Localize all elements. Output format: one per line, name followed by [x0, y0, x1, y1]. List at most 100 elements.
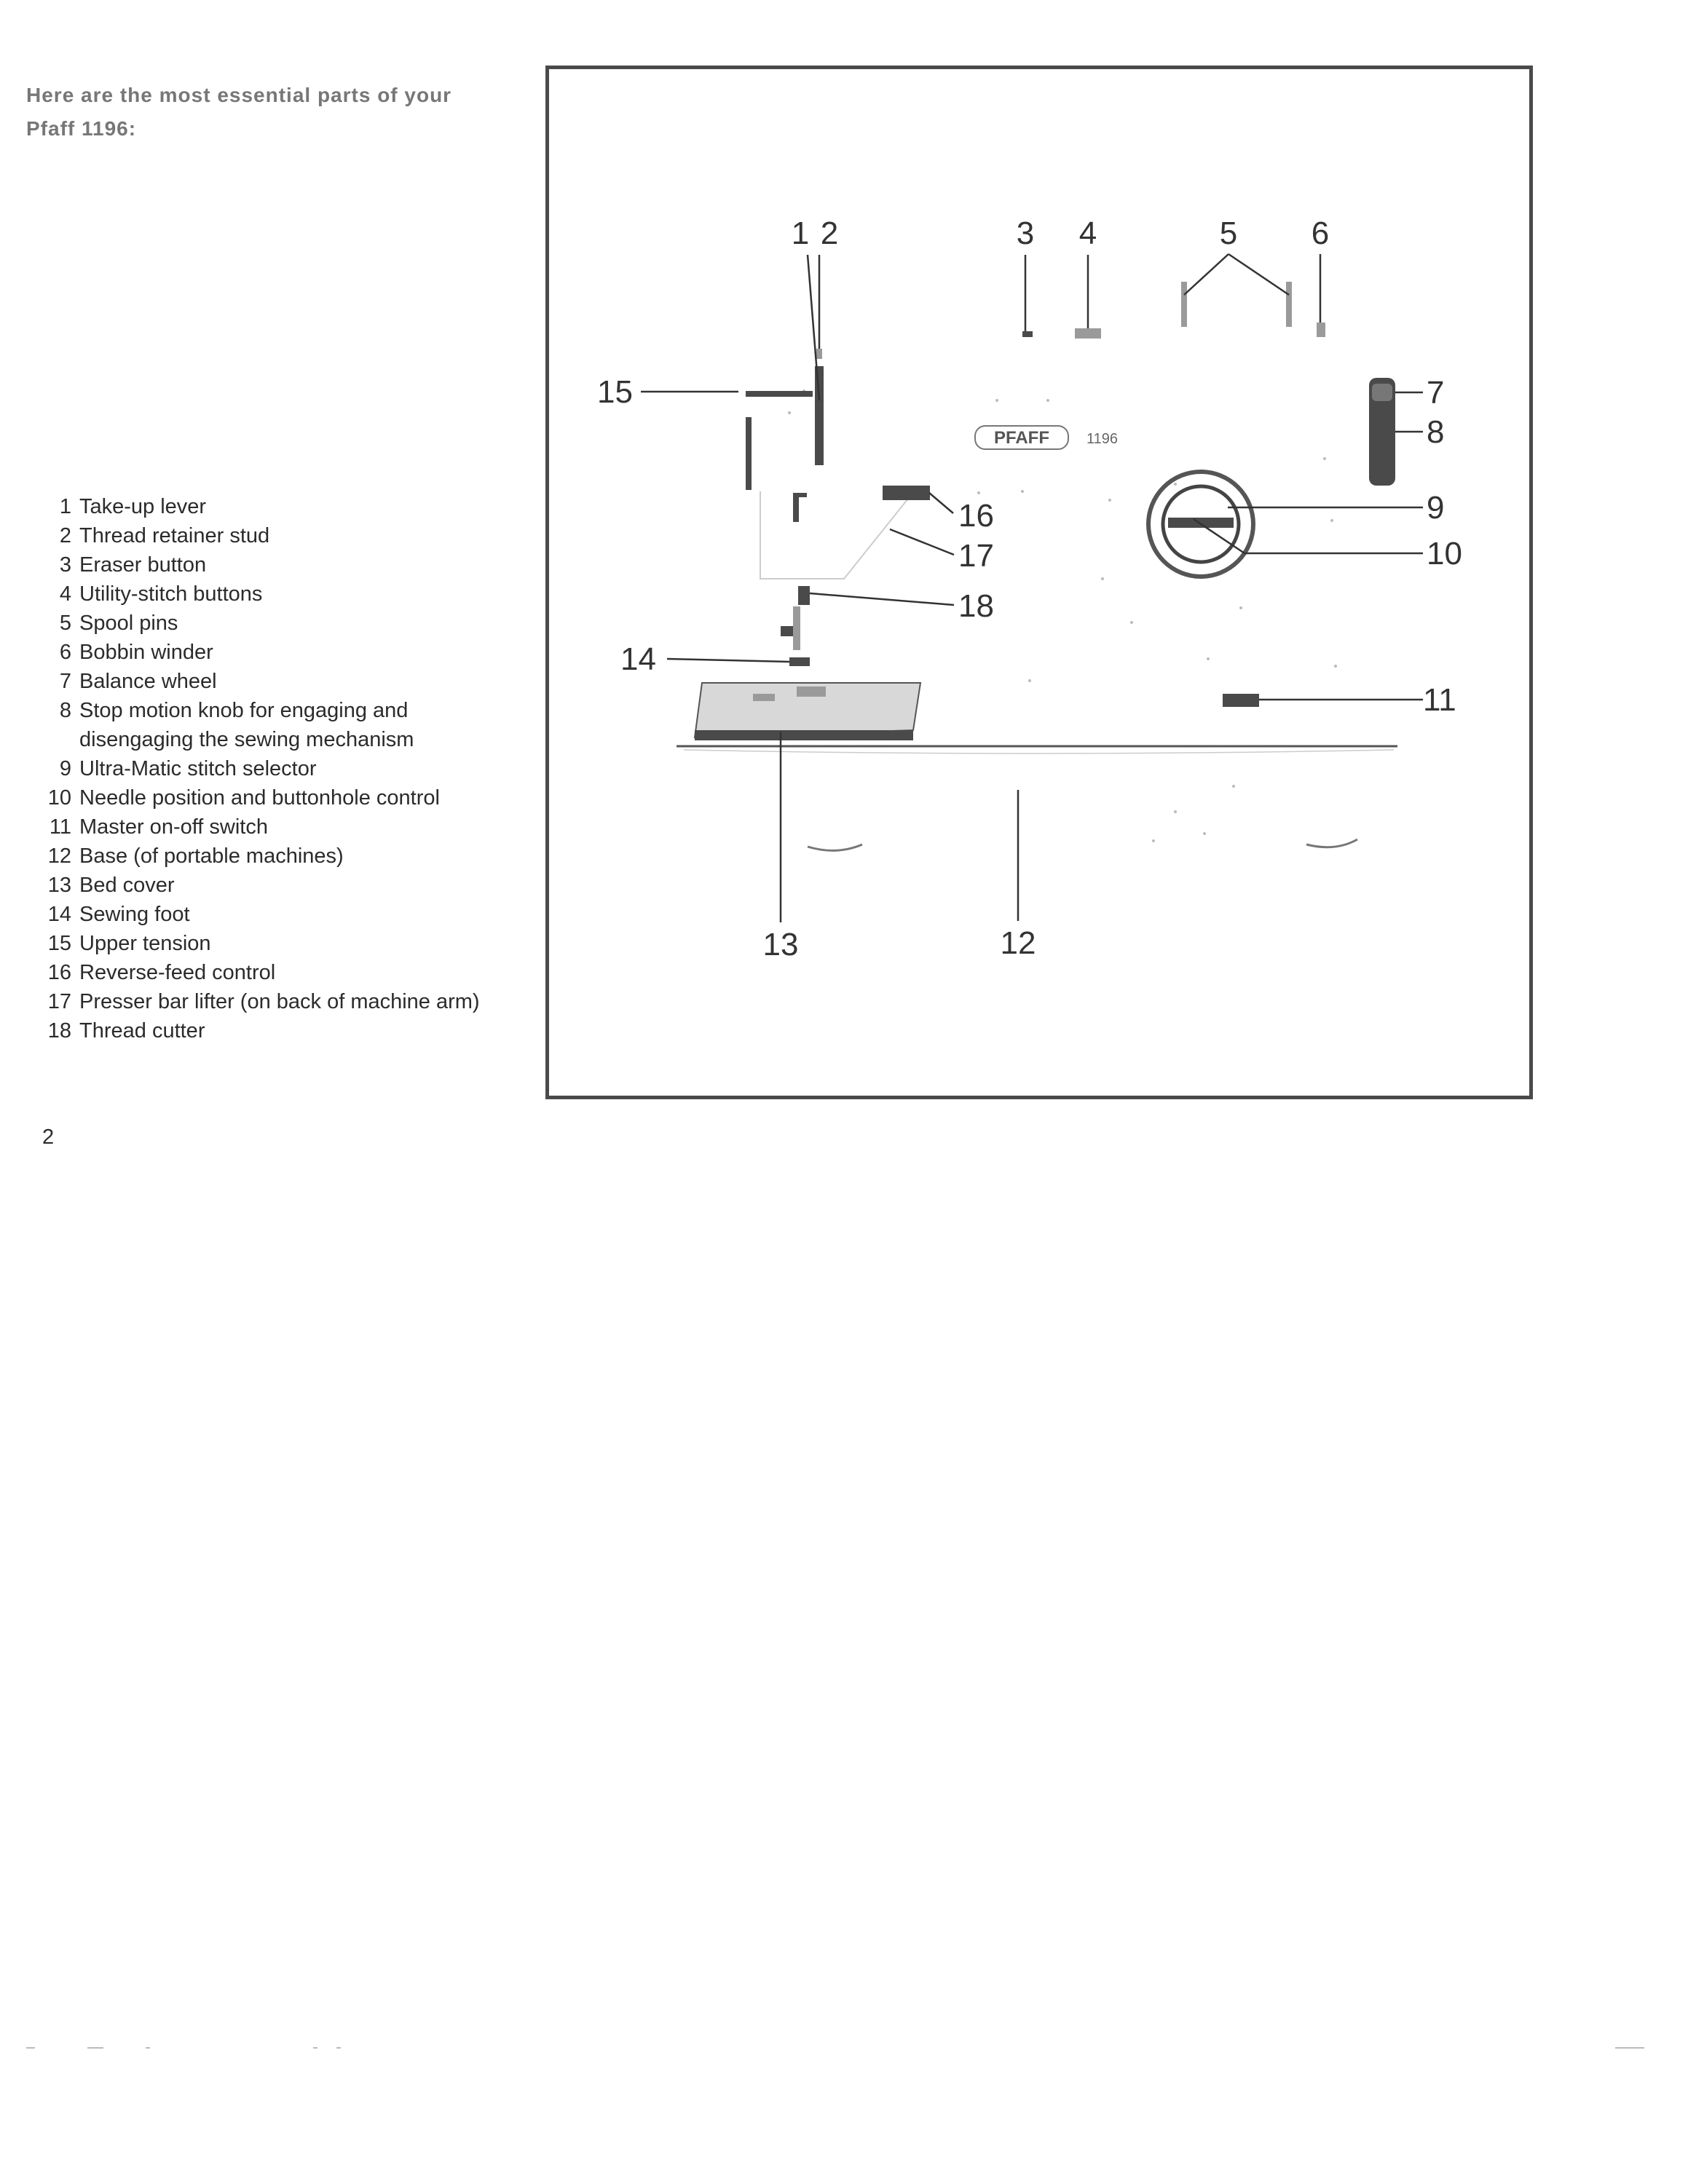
page-number: 2	[42, 1125, 55, 1149]
legend-number: 1	[59, 495, 71, 518]
legend-label: Balance wheel	[79, 670, 217, 693]
model-number: 1196	[1086, 431, 1118, 447]
legend-item: 15 Upper tension	[36, 929, 502, 958]
legend-item: 10 Needle position and buttonhole control	[36, 783, 502, 812]
bed-cover-edge	[695, 730, 913, 740]
legend-item: 2 Thread retainer stud	[36, 521, 502, 550]
legend-number: 13	[47, 874, 71, 897]
upper-tension	[746, 391, 813, 397]
legend-label: Master on-off switch	[79, 815, 268, 839]
legend-item: 4 Utility-stitch buttons	[36, 579, 502, 609]
legend-label: Stop motion knob for engaging and diseng…	[79, 699, 414, 751]
legend-number: 17	[47, 990, 71, 1013]
legend-label: Take-up lever	[79, 495, 207, 518]
legend-number: 8	[59, 699, 71, 722]
intro-line-2: Pfaff 1196:	[26, 117, 137, 140]
callout-7: 7	[1427, 375, 1444, 411]
stop-motion-knob	[1372, 384, 1392, 401]
callout-17: 17	[958, 538, 994, 574]
needle-plate-slot	[797, 687, 826, 697]
ultra-matic-stitch-selector	[1146, 470, 1255, 579]
legend-item: 18 Thread cutter	[36, 1016, 502, 1045]
callout-13: 13	[763, 927, 799, 962]
leader-lines	[641, 253, 1423, 922]
callout-12: 12	[1001, 925, 1036, 961]
bobbin-winder	[1317, 323, 1325, 337]
legend-label: Sewing foot	[79, 903, 190, 926]
master-on-off-switch	[1223, 694, 1259, 707]
scan-artifacts	[0, 2047, 1688, 2054]
callout-9: 9	[1427, 490, 1444, 526]
legend-number: 11	[49, 815, 71, 839]
legend-number: 2	[59, 524, 71, 547]
legend-label: Upper tension	[79, 932, 211, 955]
needle-position-control	[1161, 484, 1241, 564]
legend-item: 1 Take-up lever	[36, 492, 502, 521]
sewing-machine-diagram: PFAFF 1196	[597, 215, 1462, 962]
legend-label: Ultra-Matic stitch selector	[79, 757, 317, 780]
legend-label: Presser bar lifter (on back of machine a…	[79, 990, 480, 1013]
legend-item: 13 Bed cover	[36, 871, 502, 900]
legend-item: 16 Reverse-feed control	[36, 958, 502, 987]
utility-stitch-buttons	[1075, 328, 1101, 339]
take-up-lever	[815, 366, 824, 465]
selector-knob-bar	[1168, 518, 1234, 528]
legend-number: 18	[47, 1019, 71, 1042]
legend-number: 6	[59, 641, 71, 664]
legend-label: Spool pins	[79, 612, 178, 635]
callout-numbers: 1 2 3 4 5 6 7 8 9 10 11 12 13 14 15 16 1…	[597, 215, 1462, 962]
legend-label: Utility-stitch buttons	[79, 582, 263, 606]
parts-legend: 1 Take-up lever 2 Thread retainer stud 3 Er…	[36, 492, 502, 1045]
legend-label: Reverse-feed control	[79, 961, 276, 984]
sewing-foot	[789, 657, 810, 666]
legend-item: 11 Master on-off switch	[36, 812, 502, 842]
legend-item: 9 Ultra-Matic stitch selector	[36, 754, 502, 783]
callout-4: 4	[1079, 215, 1097, 251]
callout-15: 15	[597, 374, 633, 410]
legend-number: 15	[47, 932, 71, 955]
legend-label: Thread cutter	[79, 1019, 205, 1042]
legend-number: 4	[59, 582, 71, 606]
callout-2: 2	[821, 215, 838, 251]
thread-cutter	[798, 586, 810, 605]
callout-18: 18	[958, 588, 994, 624]
machine-illustration: PFAFF 1196	[677, 282, 1397, 852]
intro-text: Here are the most essential parts of you…	[26, 79, 521, 146]
legend-label: Needle position and buttonhole control	[79, 786, 440, 810]
balance-wheel	[1369, 378, 1395, 486]
legend-number: 16	[47, 961, 71, 984]
legend-number: 10	[47, 786, 71, 810]
legend-number: 5	[59, 612, 71, 635]
callout-8: 8	[1427, 414, 1444, 450]
legend-item: 7 Balance wheel	[36, 667, 502, 696]
needle-bar	[793, 493, 799, 522]
callout-5: 5	[1220, 215, 1237, 251]
legend-number: 9	[59, 757, 71, 780]
legend-label: Bed cover	[79, 874, 175, 897]
legend-item: 6 Bobbin winder	[36, 638, 502, 667]
legend-item: 8 Stop motion knob for engaging and disen…	[36, 696, 502, 754]
machine-figure: PFAFF 1196	[545, 66, 1533, 1099]
legend-number: 14	[47, 903, 71, 926]
legend-label: Bobbin winder	[79, 641, 213, 664]
legend-label: Base (of portable machines)	[79, 844, 344, 868]
legend-number: 7	[59, 670, 71, 693]
legend-label: Eraser button	[79, 553, 207, 577]
presser-bar	[793, 606, 800, 650]
callout-1: 1	[792, 215, 809, 251]
callout-10: 10	[1427, 536, 1462, 571]
reverse-feed-control	[883, 486, 930, 500]
callout-14: 14	[620, 641, 656, 677]
legend-item: 14 Sewing foot	[36, 900, 502, 929]
legend-item: 5 Spool pins	[36, 609, 502, 638]
feed-dog	[753, 694, 775, 701]
thread-guide	[746, 417, 752, 490]
presser-foot-screw	[781, 626, 797, 636]
legend-number: 3	[59, 553, 71, 577]
eraser-button	[1022, 331, 1033, 337]
legend-label: Thread retainer stud	[79, 524, 270, 547]
legend-item: 3 Eraser button	[36, 550, 502, 579]
legend-item: 17 Presser bar lifter (on back of machine…	[36, 987, 502, 1016]
callout-6: 6	[1312, 215, 1329, 251]
spool-pin-left	[1181, 282, 1187, 327]
